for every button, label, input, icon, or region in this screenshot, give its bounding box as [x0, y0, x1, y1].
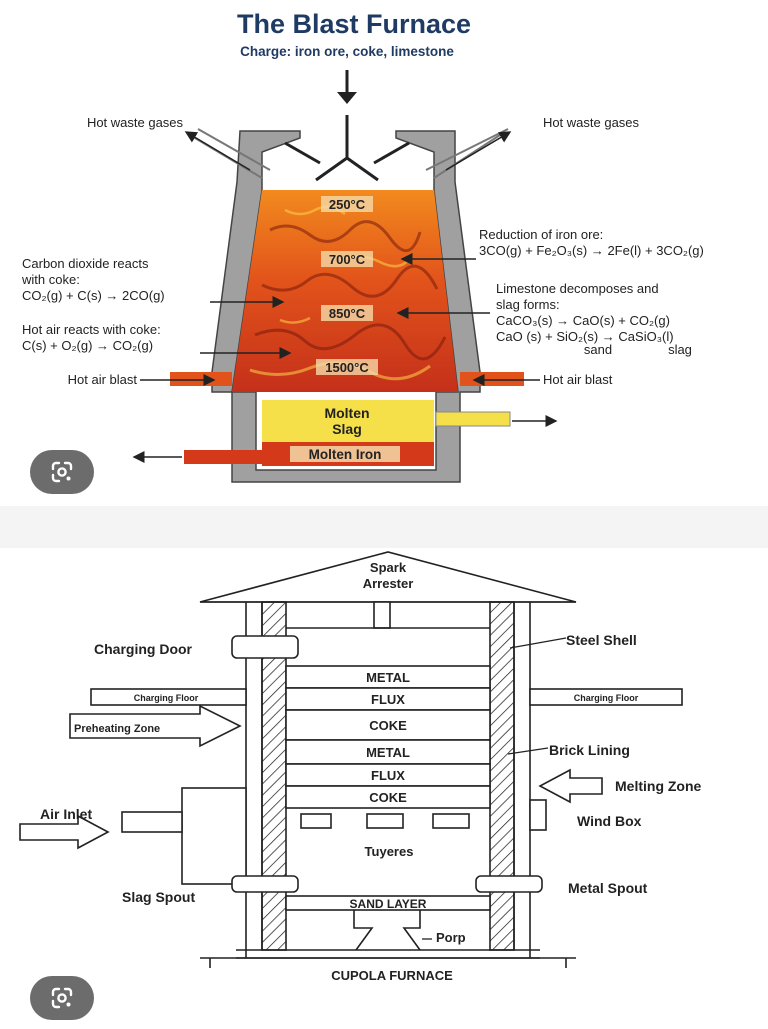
melting-zone-label: Melting Zone [615, 778, 702, 794]
wind-box-label: Wind Box [577, 813, 642, 829]
charge-distributor [284, 115, 410, 182]
brick-lining-leader [507, 747, 549, 755]
preheating-zone-label: Preheating Zone [74, 723, 160, 735]
slag-label: slag [668, 342, 692, 357]
blast-title: The Blast Furnace [237, 9, 471, 39]
sand-layer-label: SAND LAYER [350, 897, 427, 911]
layer-label-metal-1: METAL [366, 670, 410, 685]
air-inlet-pipe [121, 811, 183, 833]
layer-label-coke-2: COKE [369, 790, 407, 805]
left-annotations: Carbon dioxide reacts with coke: CO₂(g) … [21, 256, 165, 353]
molten-slag-layer [262, 400, 434, 442]
charging-floor-left-label: Charging Floor [134, 693, 199, 703]
molten-slag-label-1: Molten [324, 405, 369, 421]
cupola-furnace-panel: Spark Arrester METAL FLUX COKE METAL FLU… [0, 548, 768, 1024]
limestone-title-1: Limestone decomposes and [496, 281, 659, 296]
blast-subtitle: Charge: iron ore, coke, limestone [240, 44, 454, 59]
cupola-furnace-diagram: Spark Arrester METAL FLUX COKE METAL FLU… [19, 551, 702, 983]
metal-spout [475, 875, 543, 893]
charging-floor-left [90, 688, 247, 706]
co2-reacts-title-1: Carbon dioxide reacts [22, 256, 149, 271]
hot-air-inlet-left [170, 372, 232, 386]
co2-reacts-title-2: with coke: [21, 272, 80, 287]
layer-label-coke-1: COKE [369, 718, 407, 733]
slag-outlet [435, 411, 511, 427]
right-annotations: Reduction of iron ore: 3CO(g) + Fe₂O₃(s)… [479, 227, 704, 357]
sand-label: sand [584, 342, 612, 357]
tuyere-3 [432, 813, 470, 829]
reduction-title: Reduction of iron ore: [479, 227, 603, 242]
cupola-furnace-footer: CUPOLA FURNACE [331, 968, 453, 983]
limestone-equation-2: CaO (s) + SiO₂(s) → CaSiO₃(l) [496, 329, 674, 344]
charging-floor-right [529, 688, 683, 706]
limestone-title-2: slag forms: [496, 297, 560, 312]
preheating-zone-arrow [69, 704, 242, 748]
melting-zone-arrow [538, 768, 603, 804]
charge-arrow [337, 70, 357, 104]
steel-shell-label: Steel Shell [566, 632, 637, 648]
wind-box-right [529, 799, 547, 831]
blast-furnace-panel: The Blast Furnace Charge: iron ore, coke… [0, 0, 768, 506]
hot-waste-gases-right-label: Hot waste gases [543, 115, 640, 130]
brick-lining-right [489, 601, 515, 951]
temp-700: 700°C [329, 252, 366, 267]
charging-door [231, 635, 299, 659]
image-separator [0, 506, 768, 548]
steel-shell-leader [509, 637, 567, 649]
waste-gas-arrows [184, 131, 512, 171]
slag-spout-label: Slag Spout [122, 889, 195, 905]
temp-850: 850°C [329, 306, 366, 321]
blast-furnace-diagram: The Blast Furnace Charge: iron ore, coke… [21, 9, 704, 483]
layer-coke-1 [285, 709, 491, 741]
hot-air-inlet-right [460, 372, 524, 386]
molten-slag-label-2: Slag [332, 421, 362, 437]
hot-air-blast-right-label: Hot air blast [543, 372, 613, 387]
spark-arrester-label-1: Spark [370, 560, 407, 575]
hot-air-blast-left-label: Hot air blast [68, 372, 138, 387]
google-lens-button[interactable] [30, 450, 94, 494]
layer-metal-2 [285, 739, 491, 765]
air-inlet-label: Air Inlet [40, 806, 92, 822]
layer-coke-2 [285, 785, 491, 809]
molten-iron-label: Molten Iron [309, 447, 382, 462]
hot-waste-gases-left-label: Hot waste gases [87, 115, 184, 130]
layer-label-flux-2: FLUX [371, 768, 405, 783]
google-lens-icon [51, 987, 73, 1009]
metal-spout-label: Metal Spout [568, 880, 648, 896]
google-lens-button-2[interactable] [30, 976, 94, 1020]
charging-door-label: Charging Door [94, 641, 193, 657]
tuyere-2 [366, 813, 404, 829]
hot-air-reacts-equation: C(s) + O₂(g) → CO₂(g) [22, 338, 153, 353]
iron-outlet [184, 450, 262, 464]
google-lens-icon [51, 461, 73, 483]
hot-air-reacts-title: Hot air reacts with coke: [22, 322, 161, 337]
porp-label: Porp [436, 930, 466, 945]
sand-layer [285, 895, 491, 911]
porp-support [353, 910, 421, 951]
spark-arrester-label-2: Arrester [363, 576, 414, 591]
tuyere-1 [300, 813, 332, 829]
reduction-equation: 3CO(g) + Fe₂O₃(s) → 2Fe(l) + 3CO₂(g) [479, 243, 704, 258]
tuyeres-label: Tuyeres [365, 844, 414, 859]
air-inlet-arrow [19, 814, 110, 850]
furnace-fire [232, 190, 458, 392]
slag-spout [231, 875, 299, 893]
layer-label-flux-1: FLUX [371, 692, 405, 707]
brick-lining-label: Brick Lining [549, 742, 630, 758]
co2-reacts-equation: CO₂(g) + C(s) → 2CO(g) [22, 288, 165, 303]
temperature-labels: 250°C 700°C 850°C 1500°C [316, 196, 378, 375]
limestone-equation-1: CaCO₃(s) → CaO(s) + CO₂(g) [496, 313, 670, 328]
temp-1500: 1500°C [325, 360, 369, 375]
temp-250: 250°C [329, 197, 366, 212]
layer-label-metal-2: METAL [366, 745, 410, 760]
charging-floor-right-label: Charging Floor [574, 693, 639, 703]
wind-box-left [181, 787, 247, 885]
